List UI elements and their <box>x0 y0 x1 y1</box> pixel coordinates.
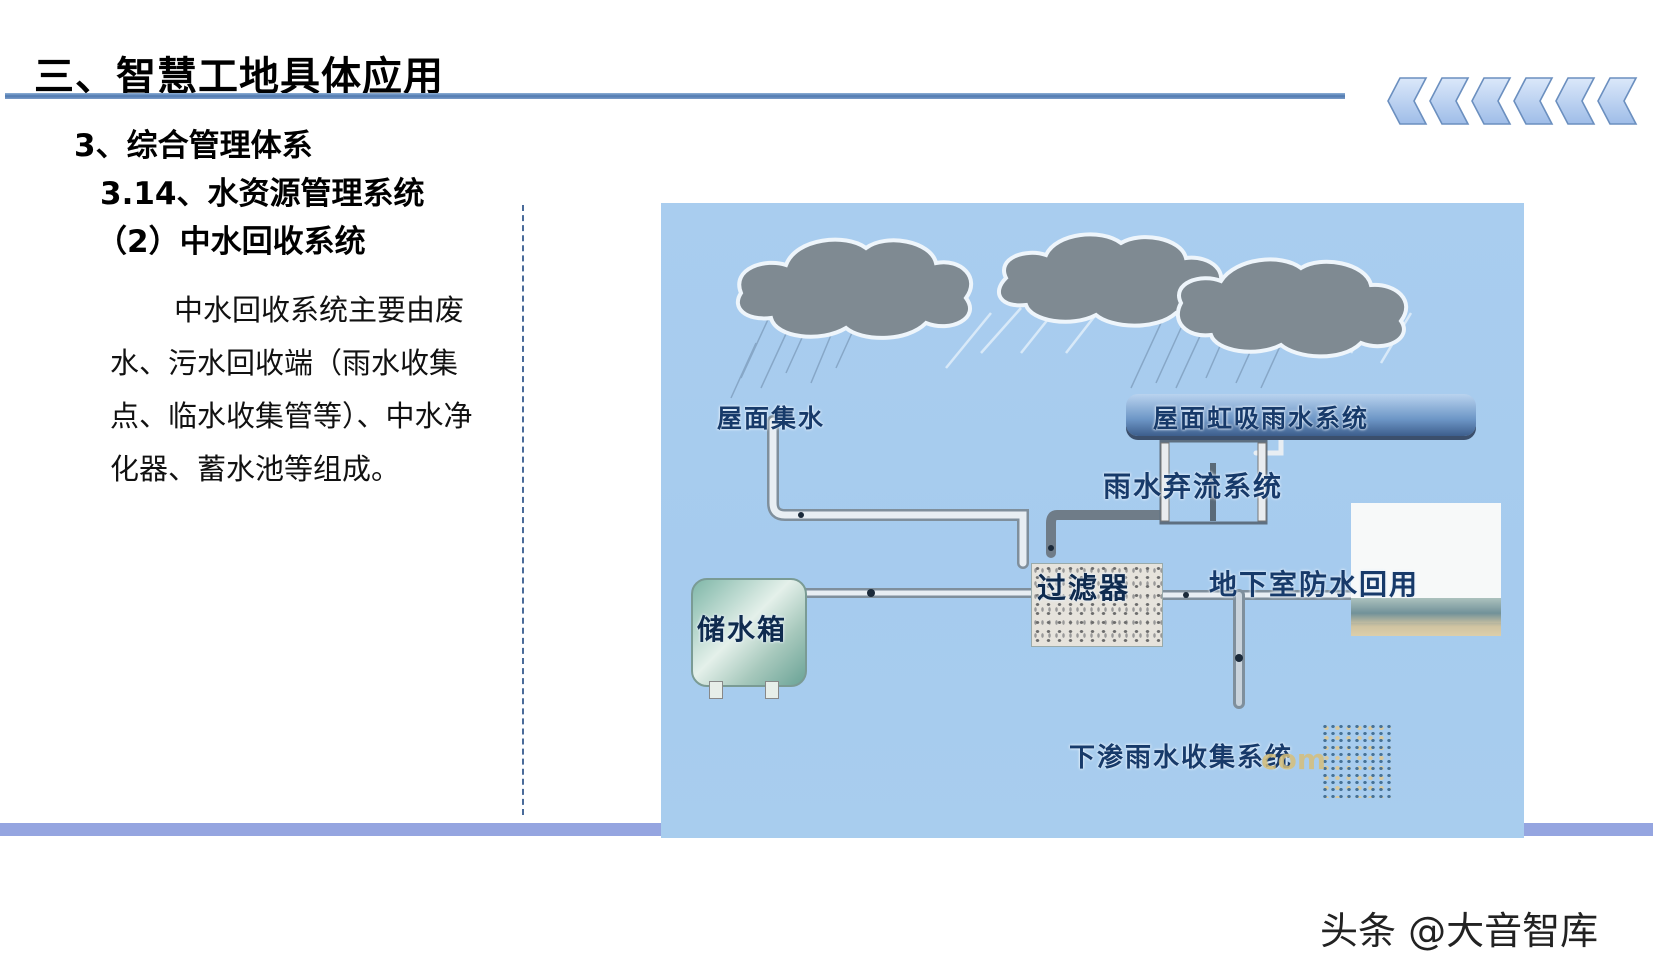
subsection-heading: 3.14、水资源管理系统 <box>100 176 425 212</box>
section-heading: 3、综合管理体系 <box>74 128 313 164</box>
tank-leg <box>709 681 723 699</box>
cloud-icon <box>735 232 1409 359</box>
storage-tank <box>691 578 807 687</box>
tank-leg <box>765 681 779 699</box>
footer-watermark: 头条 @大音智库 <box>1320 909 1599 953</box>
diagram-graphics <box>730 232 1452 709</box>
label-basement-reuse: 地下室防水回用 <box>1209 568 1420 601</box>
label-infiltration: 下渗雨水收集系统 <box>1069 743 1294 773</box>
description-paragraph: 中水回收系统主要由废水、污水回收端（雨水收集点、临水收集管等）、中水净化器、蓄水… <box>110 293 473 486</box>
header-rule <box>5 93 1345 99</box>
roof-siphon-bar <box>1126 394 1476 436</box>
pipes <box>767 415 1356 709</box>
infiltration-sump <box>1321 723 1391 798</box>
label-roof-siphon: 屋面虹吸雨水系统 <box>1153 404 1370 433</box>
slide-title: 三、智慧工地具体应用 <box>34 54 444 100</box>
filter-box <box>1031 563 1163 647</box>
topic-heading: （2）中水回收系统 <box>96 224 366 260</box>
chevron-arrows-icon <box>1387 77 1638 125</box>
label-storage-tank: 储水箱 <box>697 613 788 646</box>
label-roof-collection: 屋面集水 <box>717 404 826 433</box>
water-recycling-diagram: 屋面集水 屋面虹吸雨水系统 雨水弃流系统 地下室防水回用 过滤器 储水箱 下渗雨… <box>661 203 1524 838</box>
image-watermark: com <box>1261 743 1327 776</box>
ground-layer <box>1351 598 1501 636</box>
label-filter: 过滤器 <box>1037 571 1131 605</box>
label-rain-diversion: 雨水弃流系统 <box>1103 470 1284 503</box>
dashed-divider <box>522 205 524 815</box>
